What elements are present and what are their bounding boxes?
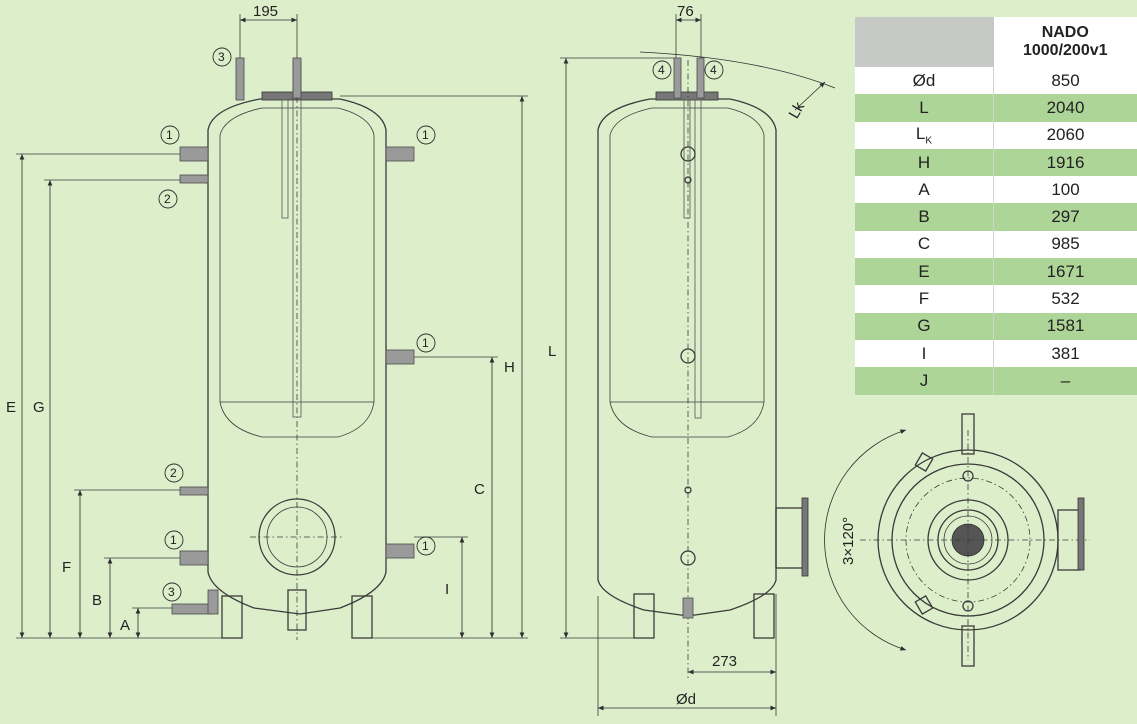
dim-195: 195: [253, 3, 278, 20]
dim-Lk: Lk: [785, 99, 808, 122]
param-value: 1581: [993, 312, 1137, 340]
param-label: L: [919, 97, 929, 117]
param-label: J: [919, 370, 929, 390]
model-line2: 1000/200v1: [1022, 42, 1108, 59]
dim-A: A: [120, 617, 130, 634]
dim-L: L: [548, 343, 556, 360]
marker-4-right: 4: [710, 63, 717, 77]
param-label: G: [917, 316, 931, 336]
side-tank-body: [597, 98, 777, 617]
param-value: –: [993, 367, 1137, 395]
param-label: L: [915, 124, 926, 144]
table-row: G 1581: [855, 312, 1137, 340]
marker-4-left: 4: [658, 63, 665, 77]
dim-H: H: [504, 359, 515, 376]
param-value: 100: [993, 176, 1137, 204]
param-label: A: [918, 179, 930, 199]
model-line1: NADO: [1041, 24, 1089, 41]
marker-3-top: 3: [218, 50, 225, 64]
table-row: I 381: [855, 339, 1137, 368]
param-label: B: [918, 207, 930, 227]
param-label: C: [917, 234, 931, 254]
table-row: E 1671: [855, 258, 1137, 286]
side-view: [597, 57, 809, 680]
table-corner: [855, 17, 994, 67]
param-value: 532: [993, 285, 1137, 313]
param-value: 2060: [993, 121, 1137, 149]
dim-E: E: [6, 399, 16, 416]
table-row: J–: [855, 367, 1137, 395]
front-tank-body: [207, 98, 387, 615]
marker-1-right-bottom: 1: [422, 539, 429, 553]
marker-1-right-top: 1: [422, 128, 429, 142]
param-value: 297: [993, 203, 1137, 231]
front-view: [171, 57, 415, 640]
param-label: I: [921, 343, 927, 363]
dim-G: G: [33, 399, 45, 416]
dim-diameter: Ød: [676, 691, 696, 708]
model-header: NADO 1000/200v1: [993, 17, 1137, 67]
dim-angle: 3×120°: [840, 517, 857, 565]
param-value: 1671: [993, 258, 1137, 286]
dim-I: I: [445, 581, 449, 598]
marker-2-left-top: 2: [164, 192, 171, 206]
table-row: LK 2060: [855, 121, 1137, 149]
dim-C: C: [474, 481, 485, 498]
param-value: 381: [993, 339, 1137, 368]
dim-B: B: [92, 592, 102, 609]
marker-3-bottom: 3: [168, 585, 175, 599]
param-value: 985: [993, 230, 1137, 259]
dim-76: 76: [677, 3, 694, 20]
table-row: Ød 850: [855, 67, 1137, 95]
marker-1-left-bottom: 1: [170, 533, 177, 547]
param-label: H: [917, 152, 931, 172]
marker-1-left-top: 1: [166, 128, 173, 142]
marker-1-right-mid: 1: [422, 336, 429, 350]
param-label: Ød: [912, 70, 936, 90]
param-label: E: [918, 261, 930, 281]
param-label: F: [918, 289, 930, 309]
param-value: 1916: [993, 148, 1137, 177]
table-row: A 100: [855, 176, 1137, 204]
param-value: 850: [993, 67, 1137, 95]
table-row: F 532: [855, 285, 1137, 313]
side-connection-markers: 4 4: [652, 60, 724, 80]
table-row: C 985: [855, 230, 1137, 259]
table-row: L 2040: [855, 94, 1137, 122]
front-connection-markers: 3 1 1 2 1 2 1 1 3: [158, 47, 436, 602]
marker-2-left-bottom: 2: [170, 466, 177, 480]
param-sub: K: [925, 135, 933, 147]
table-row: B 297: [855, 203, 1137, 231]
param-value: 2040: [993, 94, 1137, 122]
table-row: H 1916: [855, 148, 1137, 177]
top-view: 3×120°: [824, 413, 1090, 667]
dim-273: 273: [712, 653, 737, 670]
front-dimensions: 195 E G F B A H C I: [6, 3, 528, 639]
dim-F: F: [62, 559, 71, 576]
